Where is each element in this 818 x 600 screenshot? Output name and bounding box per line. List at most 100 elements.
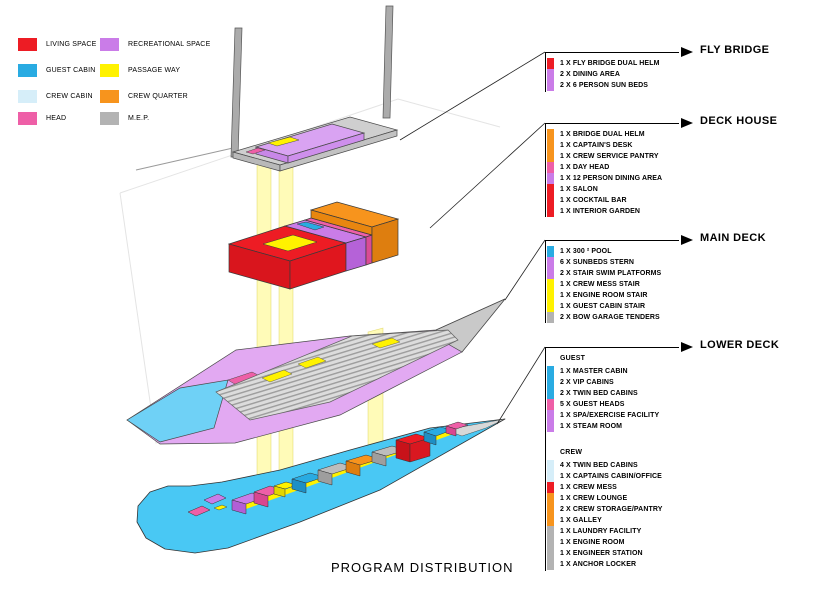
legend-swatch-mep bbox=[100, 112, 119, 125]
legend-item: PASSAGE WAY bbox=[100, 64, 180, 77]
item-color-swatch bbox=[547, 482, 554, 493]
item-color-swatch bbox=[547, 548, 554, 559]
item-label: 1 X CREW SERVICE PANTRY bbox=[560, 153, 659, 160]
item-color-swatch bbox=[547, 410, 554, 421]
callout-item: 1 X CAPTAINS CABIN/OFFICE bbox=[547, 471, 663, 482]
section-header-fly-bridge: FLY BRIDGE bbox=[700, 44, 770, 56]
callout-item: 1 X SALON bbox=[547, 184, 662, 195]
item-color-swatch bbox=[547, 515, 554, 526]
fly-bridge-deck bbox=[231, 116, 399, 172]
callout-item: 1 X LAUNDRY FACILITY bbox=[547, 526, 663, 537]
item-color-swatch bbox=[547, 257, 554, 268]
legend-item: GUEST CABIN bbox=[18, 64, 96, 77]
item-label: 1 X SPA/EXERCISE FACILITY bbox=[560, 412, 660, 419]
subsection-label-crew: CREW bbox=[560, 449, 583, 456]
callout-item: 1 X BRIDGE DUAL HELM bbox=[547, 129, 662, 140]
item-color-swatch bbox=[547, 206, 554, 217]
page-title: PROGRAM DISTRIBUTION bbox=[331, 560, 514, 575]
item-label: 1 X 300 ² POOL bbox=[560, 248, 612, 255]
callout-bracket-line bbox=[545, 52, 546, 92]
callout-item: 2 X TWIN BED CABINS bbox=[547, 388, 659, 399]
item-color-swatch bbox=[547, 69, 554, 80]
item-label: 1 X CREW MESS STAIR bbox=[560, 281, 640, 288]
callout-bracket-line bbox=[545, 240, 546, 323]
item-label: 1 X CREW LOUNGE bbox=[560, 495, 628, 502]
item-label: 2 X CREW STORAGE/PANTRY bbox=[560, 506, 663, 513]
callout-item: 1 X INTERIOR GARDEN bbox=[547, 206, 662, 217]
mast-aft bbox=[230, 27, 243, 158]
section-marker-icon bbox=[681, 118, 693, 128]
callout-item: 1 X MASTER CABIN bbox=[547, 366, 659, 377]
antenna-stay-line bbox=[135, 147, 234, 171]
item-color-swatch bbox=[547, 537, 554, 548]
legend-swatch-crew-cabin bbox=[18, 90, 37, 103]
legend-swatch-crew-quarter bbox=[100, 90, 119, 103]
item-label: 2 X BOW GARAGE TENDERS bbox=[560, 314, 660, 321]
item-color-swatch bbox=[547, 504, 554, 515]
item-label: 2 X DINING AREA bbox=[560, 71, 620, 78]
callout-item: 1 X STEAM ROOM bbox=[547, 421, 659, 432]
legend-item: RECREATIONAL SPACE bbox=[100, 38, 210, 51]
item-label: 2 X 6 PERSON SUN BEDS bbox=[560, 82, 649, 89]
legend-item: CREW CABIN bbox=[18, 90, 93, 103]
legend-item: LIVING SPACE bbox=[18, 38, 97, 51]
item-color-swatch bbox=[547, 140, 554, 151]
item-color-swatch bbox=[547, 388, 554, 399]
callout-item: 2 X CREW STORAGE/PANTRY bbox=[547, 504, 663, 515]
legend-label: GUEST CABIN bbox=[46, 67, 96, 74]
legend-label: PASSAGE WAY bbox=[128, 67, 181, 74]
item-label: 1 X BRIDGE DUAL HELM bbox=[560, 131, 645, 138]
section-marker-icon bbox=[681, 342, 693, 352]
item-label: 1 X ENGINE ROOM bbox=[560, 539, 625, 546]
item-label: 1 X GUEST CABIN STAIR bbox=[560, 303, 646, 310]
item-color-swatch bbox=[547, 151, 554, 162]
item-label: 1 X FLY BRIDGE DUAL HELM bbox=[560, 60, 660, 67]
item-label: 1 X SALON bbox=[560, 186, 598, 193]
legend-label: CREW CABIN bbox=[46, 93, 93, 100]
callout-item: 2 X DINING AREA bbox=[547, 69, 660, 80]
callout-item: 2 X 6 PERSON SUN BEDS bbox=[547, 80, 660, 91]
callout-item: 1 X DAY HEAD bbox=[547, 162, 662, 173]
item-color-swatch bbox=[547, 195, 554, 206]
item-color-swatch bbox=[547, 268, 554, 279]
hull-cabin-blocks bbox=[231, 421, 469, 515]
legend-swatch-recreational-space bbox=[100, 38, 119, 51]
legend-swatch-passage-way bbox=[100, 64, 119, 77]
callout-item: 2 X BOW GARAGE TENDERS bbox=[547, 312, 661, 323]
item-label: 1 X LAUNDRY FACILITY bbox=[560, 528, 642, 535]
callout-leader-lines bbox=[399, 51, 546, 425]
callout-item: 1 X CREW MESS STAIR bbox=[547, 279, 661, 290]
item-color-swatch bbox=[547, 559, 554, 570]
callout-item: 4 X TWIN BED CABINS bbox=[547, 460, 663, 471]
legend-item: HEAD bbox=[18, 112, 66, 125]
item-color-swatch bbox=[547, 312, 554, 323]
legend-label: M.E.P. bbox=[128, 115, 150, 122]
item-label: 1 X ENGINEER STATION bbox=[560, 550, 643, 557]
callout-bracket-line bbox=[545, 347, 546, 571]
item-label: 2 X STAIR SWIM PLATFORMS bbox=[560, 270, 662, 277]
item-color-swatch bbox=[547, 493, 554, 504]
item-color-swatch bbox=[547, 377, 554, 388]
legend-label: LIVING SPACE bbox=[46, 41, 97, 48]
item-color-swatch bbox=[547, 129, 554, 140]
section-marker-icon bbox=[681, 235, 693, 245]
callout-bracket-line bbox=[545, 240, 679, 241]
callout-item: 2 X STAIR SWIM PLATFORMS bbox=[547, 268, 661, 279]
callout-item: 1 X CREW MESS bbox=[547, 482, 663, 493]
item-label: 2 X TWIN BED CABINS bbox=[560, 390, 638, 397]
callout-item: 1 X ENGINE ROOM bbox=[547, 537, 663, 548]
item-label: 6 X SUNBEDS STERN bbox=[560, 259, 635, 266]
item-label: 4 X TWIN BED CABINS bbox=[560, 462, 638, 469]
section-marker-icon bbox=[681, 47, 693, 57]
item-label: 1 X DAY HEAD bbox=[560, 164, 610, 171]
subsection-label-guest: GUEST bbox=[560, 355, 586, 362]
item-color-swatch bbox=[547, 279, 554, 290]
callout-bracket-line bbox=[545, 123, 679, 124]
callout-item: 1 X FLY BRIDGE DUAL HELM bbox=[547, 58, 660, 69]
item-color-swatch bbox=[547, 80, 554, 91]
callout-item: 1 X 12 PERSON DINING AREA bbox=[547, 173, 662, 184]
lower-deck-hull bbox=[136, 418, 506, 554]
callout-item: 5 X GUEST HEADS bbox=[547, 399, 659, 410]
